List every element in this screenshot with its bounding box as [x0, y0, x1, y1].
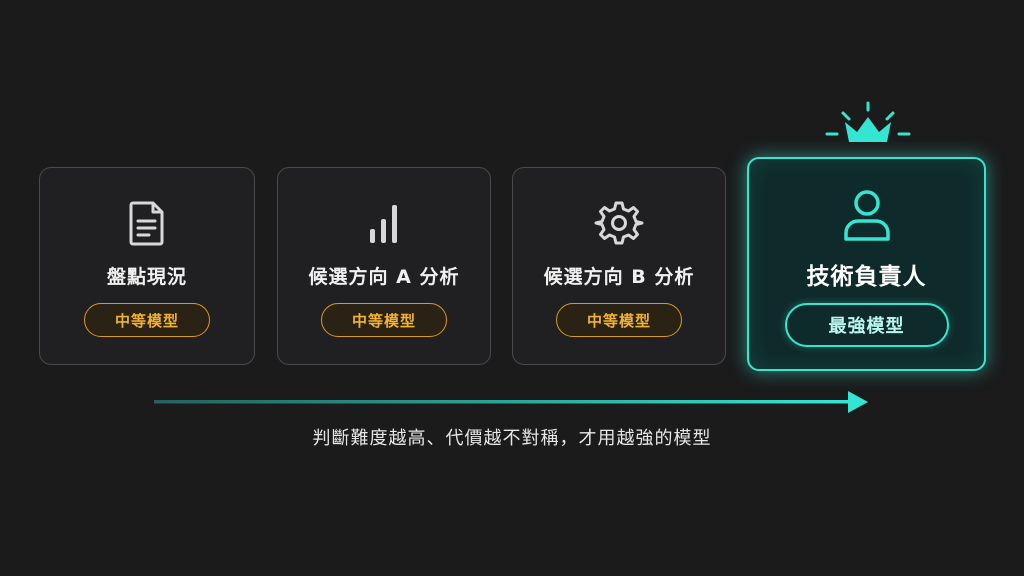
- model-badge: 中等模型: [321, 303, 447, 337]
- progression-arrow: [154, 391, 868, 413]
- caption: 判斷難度越高、代價越不對稱，才用越強的模型: [312, 428, 712, 449]
- crown-icon: [825, 101, 911, 142]
- card-title: 技術負責人: [806, 264, 927, 290]
- step-card-option-a: 候選方向 A 分析 中等模型: [277, 167, 491, 365]
- card-title: 候選方向 B 分析: [543, 266, 695, 288]
- card-title: 盤點現況: [106, 266, 187, 288]
- model-badge: 中等模型: [556, 303, 682, 337]
- model-badge: 最強模型: [784, 303, 949, 347]
- model-badge: 中等模型: [84, 303, 210, 337]
- step-card-tech-lead: 技術負責人 最強模型: [747, 157, 986, 371]
- document-icon: [127, 198, 167, 248]
- person-icon: [841, 187, 893, 243]
- step-card-inventory: 盤點現況 中等模型: [39, 167, 255, 365]
- card-title: 候選方向 A 分析: [308, 266, 460, 288]
- bar-chart-icon: [364, 198, 404, 248]
- step-card-option-b: 候選方向 B 分析 中等模型: [512, 167, 726, 365]
- gear-icon: [594, 198, 644, 248]
